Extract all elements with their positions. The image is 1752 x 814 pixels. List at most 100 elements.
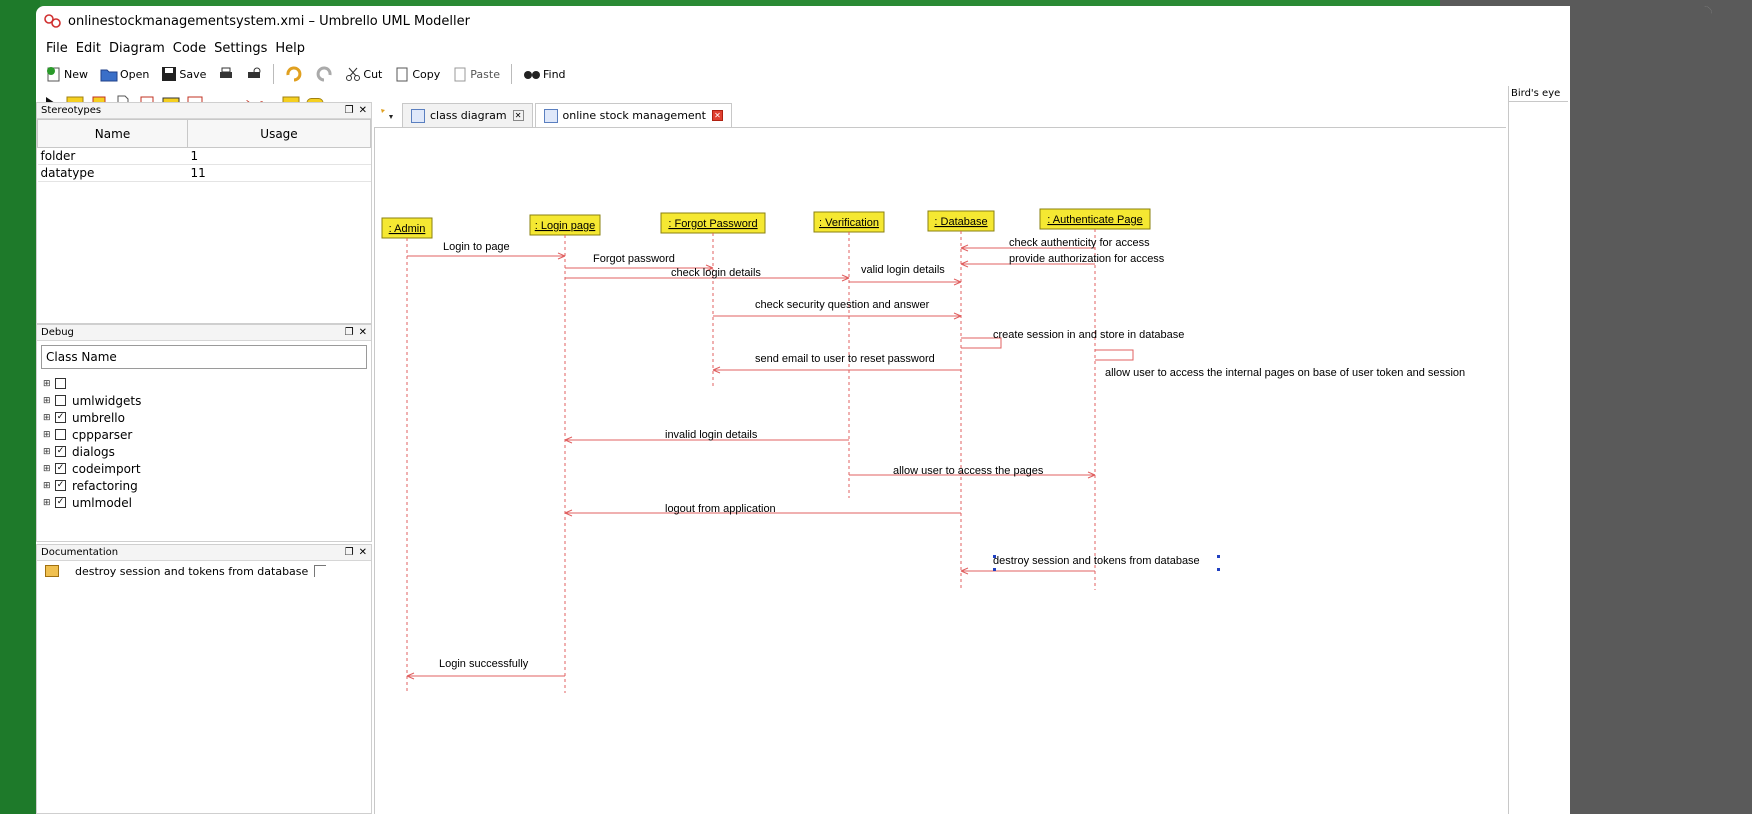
title-bar: onlinestockmanagementsystem.xmi – Umbrel… xyxy=(36,6,1712,36)
desktop-background xyxy=(0,0,40,814)
documentation-panel-header: Documentation ❐ ✕ xyxy=(37,545,371,561)
tree-item[interactable]: ⊞cppparser xyxy=(37,426,371,443)
self-message-line xyxy=(1095,349,1134,361)
sequence-diagram: : Admin: Login page: Forgot Password: Ve… xyxy=(381,208,1465,693)
copy-button[interactable]: Copy xyxy=(390,66,444,82)
print-button[interactable] xyxy=(214,66,238,82)
paste-icon xyxy=(454,67,466,82)
tree-item[interactable]: ⊞✓umlmodel xyxy=(37,494,371,511)
print-preview-icon xyxy=(248,67,261,78)
message-label: check authenticity for access xyxy=(1009,237,1150,249)
message-arrowhead xyxy=(712,366,721,374)
expand-icon[interactable]: ⊞ xyxy=(43,497,51,508)
close-panel-icon[interactable]: ✕ xyxy=(358,105,367,116)
print-icon xyxy=(220,67,233,78)
tab-online-stock-management[interactable]: online stock management ✕ xyxy=(534,103,732,127)
float-panel-icon[interactable]: ❐ xyxy=(344,327,354,338)
new-button[interactable]: New xyxy=(42,66,92,82)
menu-help[interactable]: Help xyxy=(275,40,306,56)
save-disk-icon xyxy=(162,67,177,81)
cut-button[interactable]: Cut xyxy=(341,66,386,82)
undo-button[interactable] xyxy=(281,66,307,82)
menu-code[interactable]: Code xyxy=(172,40,207,56)
lifeline-label: : Authenticate Page xyxy=(1047,214,1142,226)
open-button[interactable]: Open xyxy=(96,66,153,82)
expand-icon[interactable]: ⊞ xyxy=(43,412,51,423)
open-folder-icon xyxy=(100,69,118,82)
umbrello-app-icon xyxy=(44,14,61,28)
binoculars-icon xyxy=(523,71,540,79)
expand-icon[interactable]: ⊞ xyxy=(43,378,51,389)
tree-checkbox[interactable] xyxy=(55,378,66,389)
self-message-line xyxy=(961,337,1002,349)
lifeline-label: : Verification xyxy=(819,217,879,229)
close-tab-icon[interactable]: ✕ xyxy=(512,110,524,121)
debug-panel-title: Debug xyxy=(41,327,74,338)
diagram-canvas[interactable]: : Admin: Login page: Forgot Password: Ve… xyxy=(374,128,1506,814)
tab-class-diagram[interactable]: class diagram ✕ xyxy=(402,103,533,127)
tree-item-label: umbrello xyxy=(72,410,125,425)
close-panel-icon[interactable]: ✕ xyxy=(358,327,367,338)
message-label: Login to page xyxy=(443,241,510,253)
expand-icon[interactable]: ⊞ xyxy=(43,480,51,491)
message-label: allow user to access the internal pages … xyxy=(1105,367,1465,379)
redo-button[interactable] xyxy=(311,66,337,82)
menu-edit[interactable]: Edit xyxy=(75,40,101,56)
tree-item[interactable]: ⊞ ✓ codeimport xyxy=(37,460,371,477)
tree-item[interactable]: ⊞ ✓ umbrello xyxy=(37,409,371,426)
message-label: destroy session and tokens from database xyxy=(993,555,1200,567)
selection-handle xyxy=(993,555,996,558)
copy-icon xyxy=(396,67,408,82)
toolbar-separator xyxy=(273,64,275,84)
paste-button[interactable]: Paste xyxy=(448,66,504,82)
expand-icon[interactable]: ⊞ xyxy=(43,446,51,457)
message-label: valid login details xyxy=(861,264,945,276)
table-row[interactable]: folder 1 xyxy=(37,147,371,165)
tree-checkbox[interactable]: ✓ xyxy=(55,412,66,423)
expand-icon[interactable]: ⊞ xyxy=(43,463,51,474)
menu-file[interactable]: File xyxy=(46,40,68,56)
documentation-panel-title: Documentation xyxy=(41,547,119,558)
redo-icon xyxy=(317,66,332,82)
tree-checkbox[interactable]: ✓ xyxy=(55,446,66,457)
stereotypes-table: Name Usage folder 1 datatype 11 xyxy=(37,119,371,182)
expand-icon[interactable]: ⊞ xyxy=(43,429,51,440)
message-label: Login successfully xyxy=(439,658,529,670)
float-panel-icon[interactable]: ❐ xyxy=(344,547,354,558)
tree-checkbox[interactable]: ✓ xyxy=(55,463,66,474)
screen-edge xyxy=(1570,6,1712,814)
documentation-item[interactable]: destroy session and tokens from database xyxy=(37,561,371,581)
debug-panel: Debug ❐✕ Class Name ⊞⊞umlwidgets⊞✓umbrel… xyxy=(36,324,372,542)
tree-item[interactable]: ⊞ ✓ refactoring xyxy=(37,477,371,494)
tree-item[interactable]: ⊞ xyxy=(37,375,371,392)
print-preview-button[interactable] xyxy=(242,66,266,82)
menu-diagram[interactable]: Diagram xyxy=(108,40,165,56)
menu-settings[interactable]: Settings xyxy=(214,40,268,56)
float-panel-icon[interactable]: ❐ xyxy=(344,105,354,116)
tree-checkbox[interactable]: ✓ xyxy=(55,480,66,491)
message-arrowhead xyxy=(960,260,969,268)
close-panel-icon[interactable]: ✕ xyxy=(358,547,367,558)
find-button[interactable]: Find xyxy=(519,67,570,81)
birds-eye-panel: Bird's eye xyxy=(1508,86,1568,814)
tree-item-label: refactoring xyxy=(72,478,138,493)
column-header-name[interactable]: Name xyxy=(37,119,188,148)
tree-item[interactable]: ⊞umlwidgets xyxy=(37,392,371,409)
tree-item-label: codeimport xyxy=(72,461,141,476)
table-row[interactable]: datatype 11 xyxy=(37,164,371,182)
tree-checkbox[interactable] xyxy=(55,395,66,406)
close-tab-icon[interactable]: ✕ xyxy=(711,110,723,121)
sequence-diagram-icon xyxy=(543,108,558,123)
toolbar-separator xyxy=(510,64,512,84)
save-button[interactable]: Save xyxy=(157,66,210,82)
message-label: check security question and answer xyxy=(755,299,930,311)
new-diagram-icon[interactable] xyxy=(378,107,396,123)
expand-icon[interactable]: ⊞ xyxy=(43,395,51,406)
class-name-header[interactable]: Class Name xyxy=(41,345,367,369)
documentation-checkbox[interactable] xyxy=(314,565,327,577)
class-diagram-icon xyxy=(411,108,425,123)
tree-item[interactable]: ⊞✓dialogs xyxy=(37,443,371,460)
tree-checkbox[interactable]: ✓ xyxy=(55,497,66,508)
column-header-usage[interactable]: Usage xyxy=(187,119,371,148)
tree-checkbox[interactable] xyxy=(55,429,66,440)
